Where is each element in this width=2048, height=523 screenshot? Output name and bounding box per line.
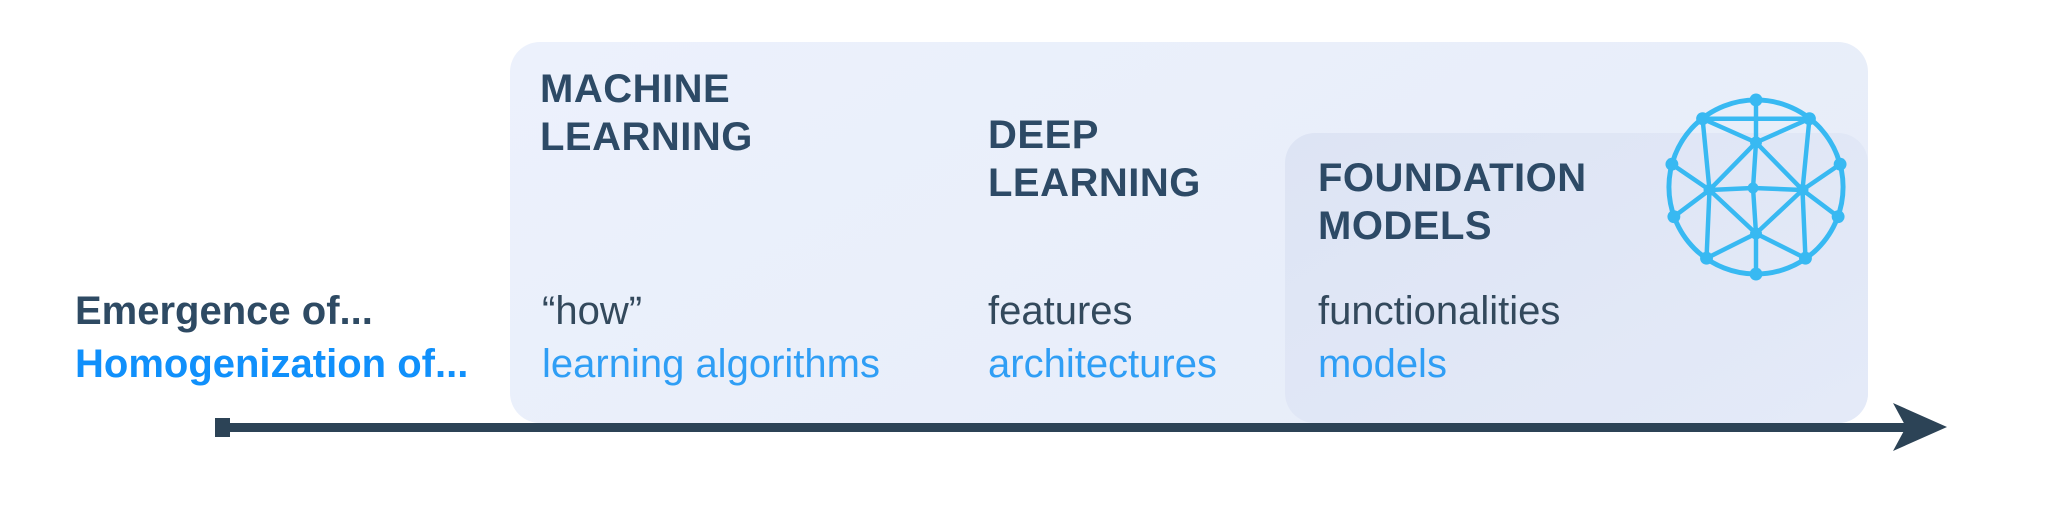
column-title-deep-learning: DEEP LEARNING: [988, 113, 1201, 205]
column-title-foundation-models: FOUNDATION MODELS: [1318, 156, 1587, 248]
cell-emergence-machine-learning: “how”: [542, 289, 643, 333]
timeline-arrow-line: [217, 423, 1917, 432]
label-homogenization: Homogenization of...: [75, 342, 469, 386]
timeline-arrow-head-icon: [1893, 403, 1947, 451]
cell-emergence-foundation-models: functionalities: [1318, 289, 1561, 333]
cell-emergence-deep-learning: features: [988, 289, 1133, 333]
cell-homogenization-deep-learning: architectures: [988, 342, 1217, 386]
cell-homogenization-foundation-models: models: [1318, 342, 1447, 386]
label-emergence: Emergence of...: [75, 289, 373, 333]
network-sphere-icon: [1665, 93, 1847, 281]
foundation-models-era-panel: [1285, 133, 1868, 423]
cell-homogenization-machine-learning: learning algorithms: [542, 342, 880, 386]
column-title-machine-learning: MACHINE LEARNING: [540, 67, 753, 159]
